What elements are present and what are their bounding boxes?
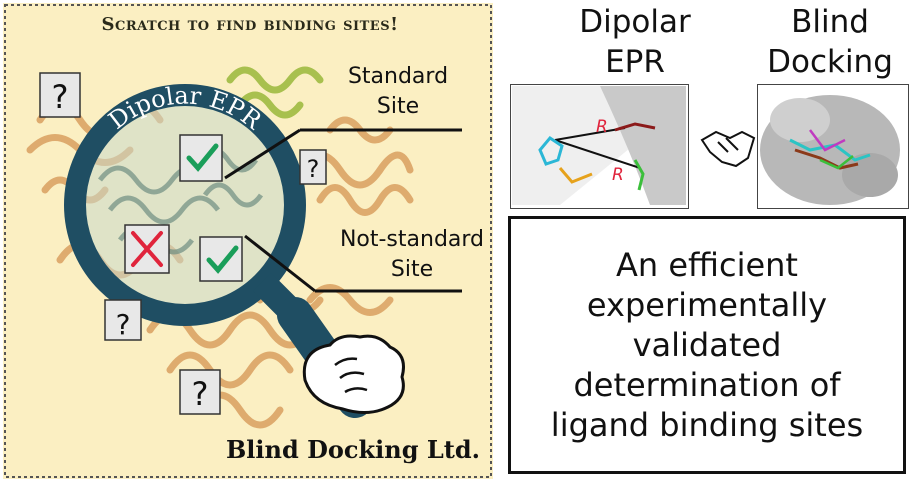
gloved-hand-icon: [302, 334, 405, 414]
check-icon: [186, 143, 219, 172]
summary-text: An efficient experimentally validated de…: [550, 246, 864, 444]
docking-thumbnail: [757, 84, 909, 209]
check-tile-standard[interactable]: [179, 134, 223, 182]
docking-header: Blind Docking: [767, 4, 893, 80]
question-mark-tile[interactable]: ?: [299, 149, 327, 185]
question-mark-tile[interactable]: ?: [104, 299, 142, 341]
cross-icon: [131, 231, 163, 267]
summary-box: An efficient experimentally validated de…: [508, 216, 906, 474]
svg-text:?: ?: [192, 375, 209, 413]
question-mark-tile[interactable]: ?: [179, 369, 221, 415]
svg-text:?: ?: [116, 308, 131, 341]
distance-label: R: [596, 117, 608, 137]
question-mark-tile[interactable]: ?: [39, 72, 81, 118]
distance-label: R: [612, 165, 624, 185]
cross-tile[interactable]: [124, 224, 170, 274]
check-tile-nonstandard[interactable]: [199, 236, 243, 282]
ticket-title: Scratch to find binding sites!: [101, 14, 399, 35]
handshake-icon: [700, 130, 756, 168]
standard-site-label: Standard Site: [347, 64, 449, 119]
leader-line-nonstandard: [244, 234, 316, 293]
svg-text:?: ?: [52, 78, 69, 116]
protein-green-domain: [226, 66, 324, 119]
epr-structure-image: [512, 86, 686, 205]
epr-header: Dipolar EPR: [579, 4, 691, 80]
epr-thumbnail: [510, 84, 689, 209]
docking-structure-image: [760, 95, 900, 205]
brand-label: Blind Docking Ltd.: [226, 435, 480, 464]
svg-text:?: ?: [307, 155, 320, 183]
check-icon: [206, 245, 239, 274]
not-standard-site-label: Not-standard Site: [339, 227, 485, 282]
leader-line-standard: [224, 128, 301, 180]
